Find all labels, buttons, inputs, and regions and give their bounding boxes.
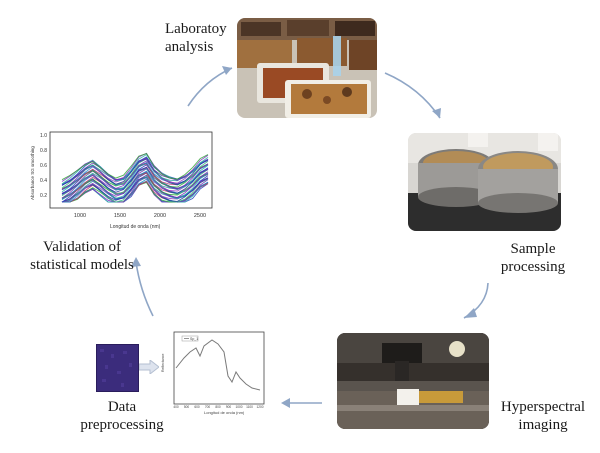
spectrum-ylabel: Reflectance	[161, 353, 165, 372]
validation-xtick: 1000	[74, 213, 86, 219]
preprocessing-spectrum-chart: Sp_1 Reflectance Longitud de onda (nm) 4…	[160, 330, 265, 415]
spectrum-xtick: 1100	[246, 405, 253, 409]
spectrum-xtick: 1200	[256, 405, 263, 409]
validation-ytick: 0.4	[40, 178, 47, 184]
spectrum-xtick: 900	[226, 405, 232, 409]
spectrum-xtick: 500	[184, 405, 190, 409]
laboratory-analysis-label: Laboratoy analysis	[165, 21, 227, 55]
spectrum-xlabel: Longitud de onda (nm)	[204, 410, 245, 415]
hyperspectral-imaging-photo	[337, 333, 489, 429]
spectrum-legend: Sp_1	[190, 337, 198, 341]
validation-spectrum-line	[61, 166, 209, 195]
validation-ytick: 0.8	[40, 148, 47, 154]
validation-spectrum-line	[61, 153, 209, 181]
hyperspectral-cube	[96, 344, 139, 392]
validation-ytick: 1.0	[40, 133, 47, 139]
spectrum-xtick: 600	[194, 405, 200, 409]
spectrum-xtick: 400	[173, 405, 179, 409]
preprocessing-arrow-icon	[139, 360, 159, 374]
validation-chart-ylabel: Absorbance SG smoothing	[30, 146, 35, 200]
validation-xtick: 2000	[154, 213, 166, 219]
validation-xtick: 2500	[194, 213, 206, 219]
validation-label: Validation of statistical models	[30, 239, 134, 273]
data-preprocessing-label: Data preprocessing	[80, 399, 164, 433]
validation-spectrum-line	[61, 152, 209, 182]
sample-processing-photo	[408, 133, 561, 231]
validation-spectra-chart: 1.0 0.8 0.6 0.4 0.2 1000 1500 2000 2500 Absorba…	[28, 128, 218, 232]
spectrum-xtick: 700	[205, 405, 211, 409]
spectrum-xtick: 1000	[235, 405, 242, 409]
validation-spectrum-line	[61, 162, 209, 193]
laboratory-analysis-photo	[237, 18, 377, 118]
validation-xtick: 1500	[114, 213, 126, 219]
validation-ytick: 0.2	[40, 193, 47, 199]
validation-chart-xlabel: Longitud de onda (nm)	[110, 224, 161, 230]
validation-ytick: 0.6	[40, 163, 47, 169]
sample-processing-label: Sample processing	[500, 241, 566, 275]
hyperspectral-imaging-label: Hyperspectral imaging	[500, 399, 586, 433]
spectrum-xtick: 800	[215, 405, 221, 409]
